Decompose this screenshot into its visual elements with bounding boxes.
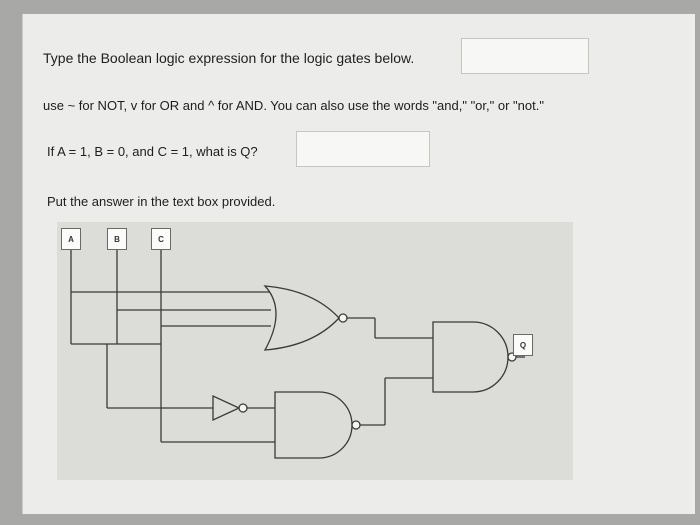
q-value-answer-box[interactable] (296, 131, 430, 167)
answer-instruction: Put the answer in the text box provided. (47, 194, 276, 209)
question-prompt: Type the Boolean logic expression for th… (43, 50, 415, 66)
circuit-wires (70, 250, 525, 459)
or-gate (263, 285, 340, 351)
question-page: Type the Boolean logic expression for th… (22, 14, 695, 514)
and-gate (432, 321, 509, 393)
evaluate-question: If A = 1, B = 0, and C = 1, what is Q? (47, 144, 258, 159)
input-c-label: C (151, 228, 171, 250)
input-b-label: B (107, 228, 127, 250)
input-a-label: A (61, 228, 81, 250)
nand-bubble (351, 420, 361, 430)
not-bubble (238, 403, 248, 413)
or-inverter-bubble (338, 313, 348, 323)
nand-gate (274, 391, 353, 459)
expression-answer-box[interactable] (461, 38, 589, 74)
output-q-label: Q (513, 334, 533, 356)
not-gate (212, 394, 241, 422)
logic-circuit-diagram: A B C Q (57, 222, 573, 480)
symbol-instructions: use ~ for NOT, v for OR and ^ for AND. Y… (43, 98, 544, 113)
